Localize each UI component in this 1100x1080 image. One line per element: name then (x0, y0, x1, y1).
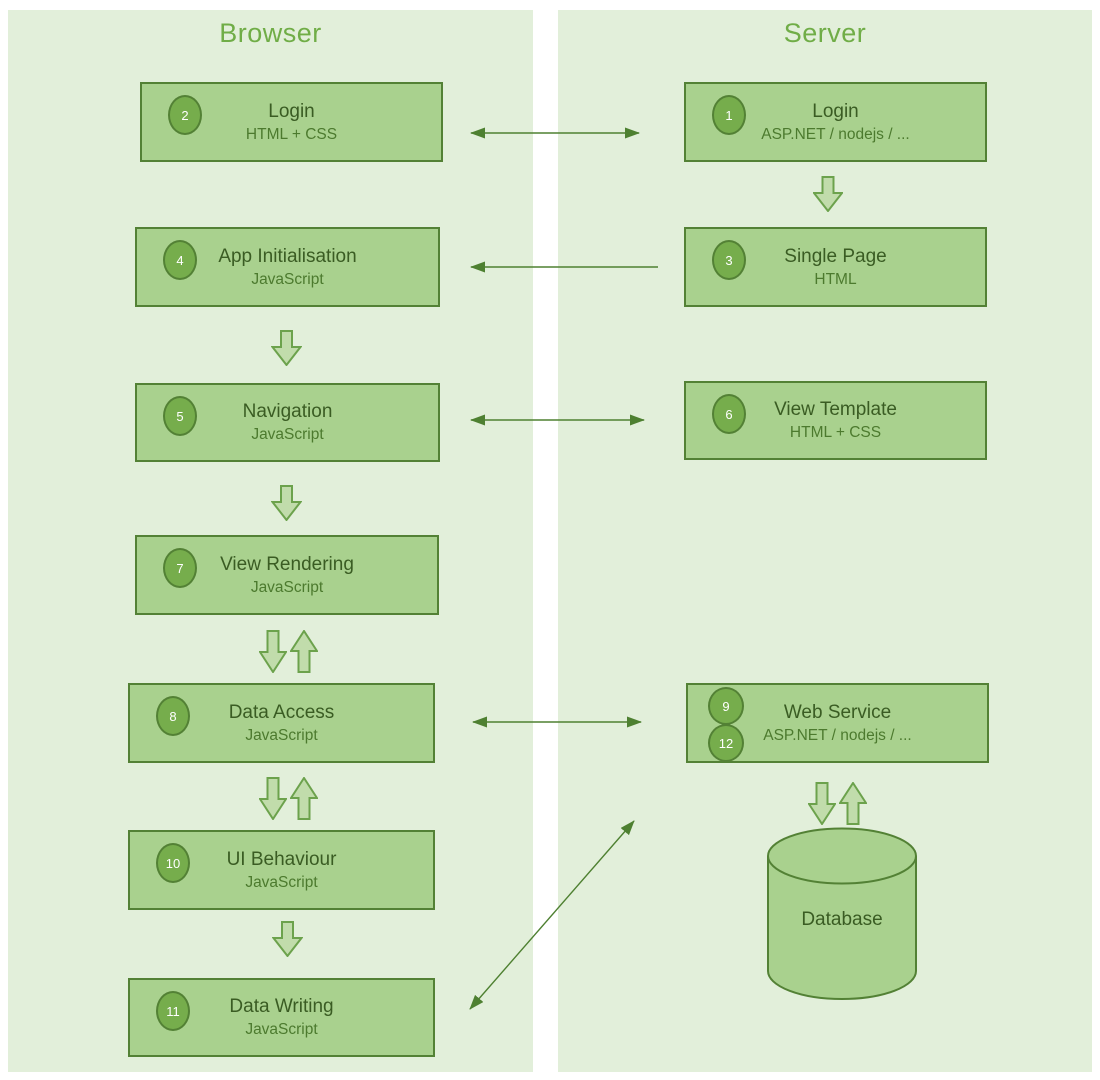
node-title: App Initialisation (218, 245, 357, 267)
node-subtitle: JavaScript (251, 426, 324, 443)
node-subtitle: ASP.NET / nodejs / ... (763, 726, 912, 744)
node-title: UI Behaviour (226, 848, 337, 870)
down-block-arrow-icon (259, 630, 287, 673)
node-title: View Rendering (220, 553, 354, 575)
left-arrow-single-page-icon (470, 261, 658, 273)
node-subtitle: HTML + CSS (789, 424, 882, 441)
step-badge: 2 (168, 95, 202, 135)
node-title: Web Service (783, 701, 892, 723)
database-label: Database (801, 909, 883, 930)
step-badge: 1 (712, 95, 746, 135)
node-server-login: 1 Login ASP.NET / nodejs / ... (684, 82, 987, 162)
up-block-arrow-icon (290, 777, 318, 820)
node-ui-behaviour: 10 UI Behaviour JavaScript (128, 830, 435, 910)
step-badge: 5 (163, 396, 197, 436)
node-data-writing: 11 Data Writing JavaScript (128, 978, 435, 1057)
up-block-arrow-icon (839, 782, 867, 825)
node-subtitle: JavaScript (245, 726, 318, 744)
down-block-arrow-icon (259, 777, 287, 820)
node-subtitle: JavaScript (251, 270, 324, 288)
node-view-template: 6 View Template HTML + CSS (684, 381, 987, 460)
step-badge: 8 (156, 696, 190, 736)
node-title: Login (812, 100, 859, 122)
browser-panel-title: Browser (219, 18, 322, 48)
step-badge: 7 (163, 548, 197, 588)
node-single-page: 3 Single Page HTML (684, 227, 987, 307)
node-title: Data Writing (229, 996, 334, 1017)
node-web-service: 9 12 Web Service ASP.NET / nodejs / ... (686, 683, 989, 763)
step-badge: 12 (708, 724, 744, 762)
step-badge: 11 (156, 991, 190, 1031)
node-title: View Template (774, 399, 897, 420)
server-panel-title: Server (783, 18, 867, 48)
step-badge: 6 (712, 394, 746, 434)
down-block-arrow-icon (813, 176, 843, 212)
double-arrow-data-writing-diagonal-icon (469, 820, 635, 1010)
node-subtitle: ASP.NET / nodejs / ... (761, 125, 910, 143)
down-block-arrow-icon (271, 485, 302, 521)
node-title: Navigation (242, 401, 333, 422)
up-block-arrow-icon (290, 630, 318, 673)
double-arrow-login-icon (470, 127, 640, 139)
node-view-rendering: 7 View Rendering JavaScript (135, 535, 439, 615)
node-subtitle: HTML + CSS (245, 125, 338, 143)
database-cylinder-icon (767, 827, 917, 1000)
node-subtitle: HTML (814, 270, 857, 288)
down-block-arrow-icon (272, 921, 303, 957)
step-badge: 9 (708, 687, 744, 725)
node-title: Single Page (784, 245, 887, 267)
down-block-arrow-icon (808, 782, 836, 825)
node-app-initialisation: 4 App Initialisation JavaScript (135, 227, 440, 307)
node-subtitle: JavaScript (250, 578, 324, 596)
node-subtitle: JavaScript (245, 1021, 318, 1038)
node-title: Data Access (228, 701, 335, 723)
node-title: Login (268, 100, 315, 122)
node-subtitle: JavaScript (245, 873, 318, 891)
node-browser-login: 2 Login HTML + CSS (140, 82, 443, 162)
step-badge: 10 (156, 843, 190, 883)
down-block-arrow-icon (271, 330, 302, 366)
double-arrow-data-access-icon (472, 716, 642, 728)
step-badge: 4 (163, 240, 197, 280)
node-data-access: 8 Data Access JavaScript (128, 683, 435, 763)
step-badge: 3 (712, 240, 746, 280)
double-arrow-navigation-icon (470, 414, 645, 426)
node-navigation: 5 Navigation JavaScript (135, 383, 440, 462)
